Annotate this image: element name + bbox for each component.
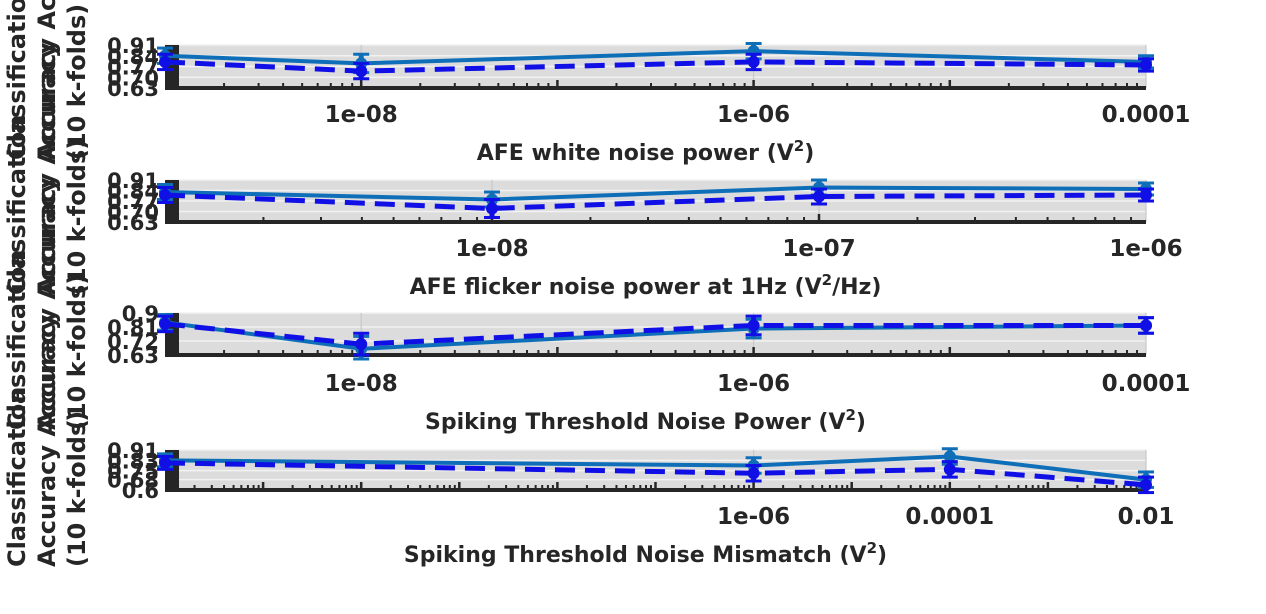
y-tick-label: 0.81	[107, 316, 159, 340]
data-point	[943, 463, 956, 476]
x-axis-label: AFE flicker noise power at 1Hz (V2/Hz)	[410, 271, 882, 300]
series-line-dashed	[164, 59, 1147, 74]
data-point	[747, 319, 760, 332]
y-axis-label-line: (10 k-folds)	[63, 4, 91, 160]
x-tick-label: 1e-06	[717, 102, 790, 128]
y-axis-label-line: Classification	[3, 115, 31, 295]
series-line-dashed	[164, 460, 1147, 488]
y-tick-label: 0.63	[107, 344, 159, 368]
y-axis-label-line: (10 k-folds)	[63, 139, 91, 295]
x-tick-label: 1e-08	[455, 236, 528, 262]
data-point	[747, 55, 760, 68]
series-line-solid	[164, 454, 1147, 482]
y-axis-label-line: Classification	[3, 387, 31, 567]
x-tick-label: 1e-07	[782, 236, 855, 262]
y-tick-label: 0.77	[107, 190, 159, 214]
y-tick-label: 0.9	[122, 302, 159, 326]
y-tick-label: 0.75	[107, 460, 159, 484]
y-tick-label: 0.6	[122, 479, 159, 503]
y-tick-label: 0.83	[107, 449, 159, 473]
x-tick-label: 1e-06	[717, 371, 790, 397]
y-axis-label-line: Classification	[3, 0, 31, 160]
subplot-4: 0.60.680.750.830.91 1e-06 0.0001 0.01Spikin…	[107, 439, 1174, 568]
subplot-1: 0.630.700.770.840.91 1e-08 1e-06 0.0001AFE …	[107, 34, 1190, 166]
data-point	[1140, 478, 1152, 491]
y-tick-label: 0.63	[107, 77, 159, 101]
y-tick-label: 0.70	[107, 66, 159, 90]
x-tick-label: 0.01	[1118, 504, 1175, 530]
series-line-dashed	[164, 321, 1146, 347]
y-axis-label-line: Accuracy Accuracy	[33, 42, 61, 295]
y-tick-label: 0.84	[107, 45, 159, 69]
series-line-solid	[164, 49, 1147, 66]
x-tick-label: 0.0001	[1102, 371, 1191, 397]
y-axis-label-line: Accuracy Accuracy	[33, 314, 61, 567]
y-tick-label: 0.63	[107, 211, 159, 235]
x-tick-label: 0.0001	[1102, 102, 1191, 128]
y-axis-label-line: Accuracy Accuracy	[33, 0, 61, 160]
x-tick-label: 1e-08	[325, 102, 398, 128]
y-axis-label-line: Accuracy Accuracy	[33, 177, 61, 430]
data-point	[747, 467, 760, 480]
data-point	[159, 456, 171, 469]
data-point	[159, 55, 171, 68]
x-axis-label: AFE white noise power (V2)	[477, 137, 815, 166]
data-point	[1140, 58, 1152, 71]
x-axis-label: Spiking Threshold Noise Power (V2)	[425, 406, 866, 435]
x-tick-label: 0.0001	[905, 504, 994, 530]
y-tick-label: 0.91	[107, 169, 159, 193]
y-axis-label-line: Classification	[3, 250, 31, 430]
y-axis-label-line: (10 k-folds)	[63, 274, 91, 430]
data-point	[1140, 189, 1152, 201]
x-tick-label: 1e-08	[325, 371, 398, 397]
data-point	[159, 317, 171, 330]
data-point	[355, 338, 368, 351]
y-tick-label: 0.91	[107, 34, 159, 58]
y-axis-label-line: (10 k-folds)	[63, 411, 91, 567]
x-tick-label: 1e-06	[717, 504, 790, 530]
data-point	[943, 450, 956, 463]
x-tick-label: 1e-06	[1109, 236, 1182, 262]
series-line-solid	[164, 185, 1147, 202]
y-tick-label: 0.77	[107, 56, 159, 80]
series-line-dashed	[164, 192, 1147, 212]
y-tick-label: 0.70	[107, 201, 159, 225]
data-point	[486, 202, 498, 215]
data-point	[1140, 319, 1152, 332]
y-tick-label: 0.72	[107, 330, 159, 354]
y-tick-label: 0.68	[107, 469, 159, 493]
y-tick-label: 0.91	[107, 439, 159, 463]
x-axis-label: Spiking Threshold Noise Mismatch (V2)	[404, 539, 887, 568]
y-tick-label: 0.84	[107, 180, 159, 204]
data-point	[355, 65, 368, 78]
data-point	[159, 189, 171, 201]
data-point	[813, 190, 825, 203]
